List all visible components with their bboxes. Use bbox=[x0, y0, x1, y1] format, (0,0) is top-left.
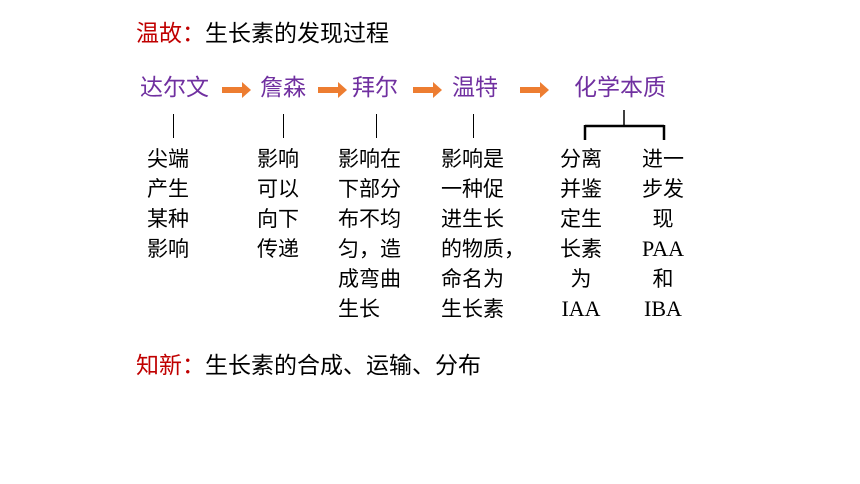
finding-line: 匀，造 bbox=[338, 237, 401, 261]
finding-line: 为 bbox=[570, 267, 592, 291]
timeline-boysen: 拜尔 bbox=[352, 75, 398, 101]
finding-line: 进生长 bbox=[441, 207, 504, 231]
new-knowledge-tag: 知新： bbox=[136, 353, 205, 379]
finding-line: 现 bbox=[652, 207, 674, 231]
finding-line: 的物质， bbox=[441, 237, 525, 261]
review-heading: 温故：生长素的发现过程 bbox=[136, 20, 389, 48]
review-tag: 温故： bbox=[136, 21, 205, 47]
right-arrow-icon bbox=[318, 82, 347, 98]
finding-nature-iaa: 分离 并鉴 定生 长素 为 IAA bbox=[556, 144, 606, 324]
finding-line: 生长 bbox=[338, 297, 380, 321]
timeline-went: 温特 bbox=[452, 75, 498, 101]
finding-line: IBA bbox=[644, 296, 682, 321]
finding-line: PAA bbox=[642, 236, 684, 261]
connector-line bbox=[473, 114, 474, 138]
finding-line: 并鉴 bbox=[560, 177, 602, 201]
finding-line: 长素 bbox=[560, 237, 602, 261]
finding-line: 进一 bbox=[642, 147, 684, 171]
finding-line: 生长素 bbox=[441, 297, 504, 321]
finding-line: 某种 bbox=[147, 207, 189, 231]
connector-line bbox=[376, 114, 377, 138]
finding-line: 分离 bbox=[560, 147, 602, 171]
new-knowledge-heading: 知新：生长素的合成、运输、分布 bbox=[136, 352, 481, 380]
finding-line: 成弯曲 bbox=[338, 267, 401, 291]
finding-line: 传递 bbox=[257, 237, 299, 261]
right-arrow-icon bbox=[413, 82, 442, 98]
finding-line: 影响是 bbox=[441, 147, 504, 171]
finding-line: 命名为 bbox=[441, 267, 504, 291]
finding-boysen: 影响在 下部分 布不均 匀，造 成弯曲 生长 bbox=[338, 144, 401, 324]
finding-line: 一种促 bbox=[441, 177, 504, 201]
timeline-darwin: 达尔文 bbox=[140, 75, 209, 101]
finding-line: 布不均 bbox=[338, 207, 401, 231]
review-text: 生长素的发现过程 bbox=[205, 21, 389, 47]
finding-nature-paa-iba: 进一 步发 现 PAA 和 IBA bbox=[638, 144, 688, 324]
finding-line: 影响 bbox=[257, 147, 299, 171]
connector-line bbox=[283, 114, 284, 138]
finding-line: 定生 bbox=[560, 207, 602, 231]
finding-line: 向下 bbox=[257, 207, 299, 231]
right-arrow-icon bbox=[520, 82, 549, 98]
timeline-jensen: 詹森 bbox=[260, 75, 306, 101]
connector-line bbox=[173, 114, 174, 138]
finding-went: 影响是 一种促 进生长 的物质， 命名为 生长素 bbox=[441, 144, 525, 324]
finding-line: 影响在 bbox=[338, 147, 401, 171]
finding-line: 下部分 bbox=[338, 177, 401, 201]
right-arrow-icon bbox=[222, 82, 251, 98]
finding-line: IAA bbox=[561, 296, 601, 321]
finding-line: 影响 bbox=[147, 237, 189, 261]
finding-line: 可以 bbox=[257, 177, 299, 201]
new-knowledge-text: 生长素的合成、运输、分布 bbox=[205, 353, 481, 379]
finding-line: 产生 bbox=[147, 177, 189, 201]
finding-line: 尖端 bbox=[147, 147, 189, 171]
finding-line: 步发 bbox=[642, 177, 684, 201]
bracket bbox=[583, 110, 666, 140]
timeline-chemical-nature: 化学本质 bbox=[574, 75, 666, 101]
finding-darwin: 尖端 产生 某种 影响 bbox=[147, 144, 189, 264]
finding-line: 和 bbox=[652, 267, 674, 291]
finding-jensen: 影响 可以 向下 传递 bbox=[257, 144, 299, 264]
